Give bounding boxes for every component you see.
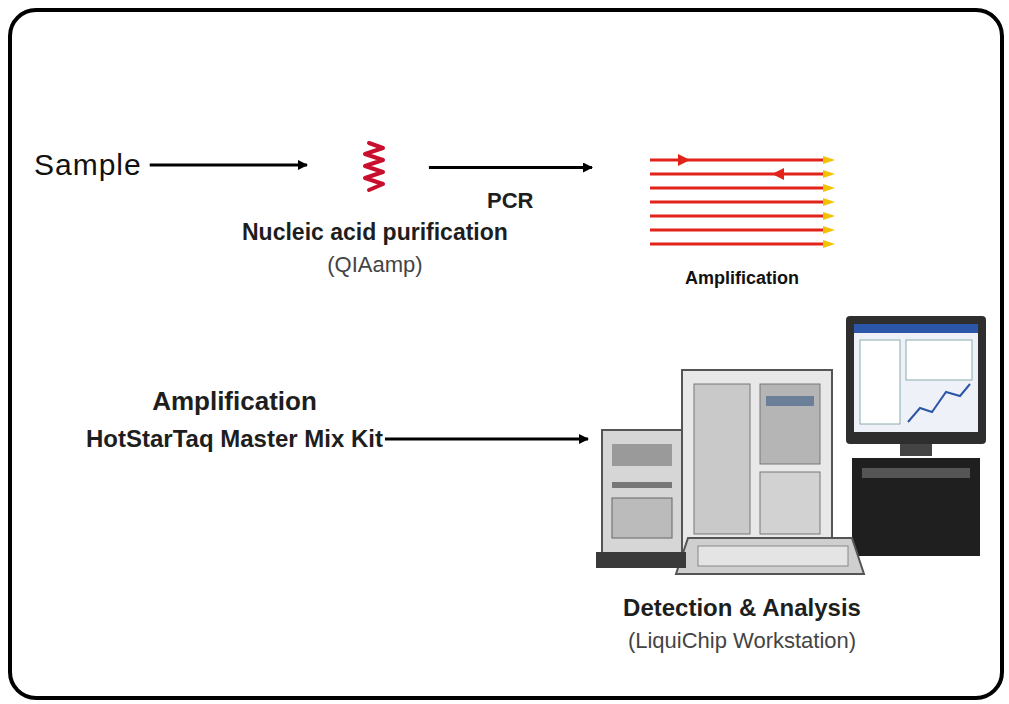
- diagram-node: AmplificationHotStarTaq Master Mix Kit: [86, 386, 383, 453]
- nucleic-acid-icon: [355, 140, 395, 195]
- flow-arrow: [150, 164, 307, 167]
- edge-label: PCR: [484, 188, 536, 214]
- node-subtitle: (LiquiChip Workstation): [542, 628, 942, 654]
- flow-arrow: [429, 166, 592, 169]
- diagram-node: Amplification: [642, 152, 842, 289]
- frame-border: [10, 10, 1002, 698]
- diagram-node: Detection & Analysis(LiquiChip Workstati…: [590, 312, 990, 654]
- liquichip-workstation: [590, 312, 990, 584]
- diagram-node: Nucleic acid purification (QIAamp): [242, 140, 508, 278]
- node-subtitle: (QIAamp): [242, 252, 508, 278]
- node-title: Sample: [34, 148, 142, 182]
- diagram-node: Sample: [34, 148, 142, 182]
- node-title: Amplification: [86, 386, 383, 417]
- flow-arrow: [385, 438, 588, 441]
- node-title: Detection & Analysis: [542, 594, 942, 622]
- amplification-strands: [642, 152, 842, 252]
- node-title: Nucleic acid purification: [242, 219, 508, 246]
- node-title: Amplification: [642, 268, 842, 289]
- node-subtitle: HotStarTaq Master Mix Kit: [86, 425, 383, 453]
